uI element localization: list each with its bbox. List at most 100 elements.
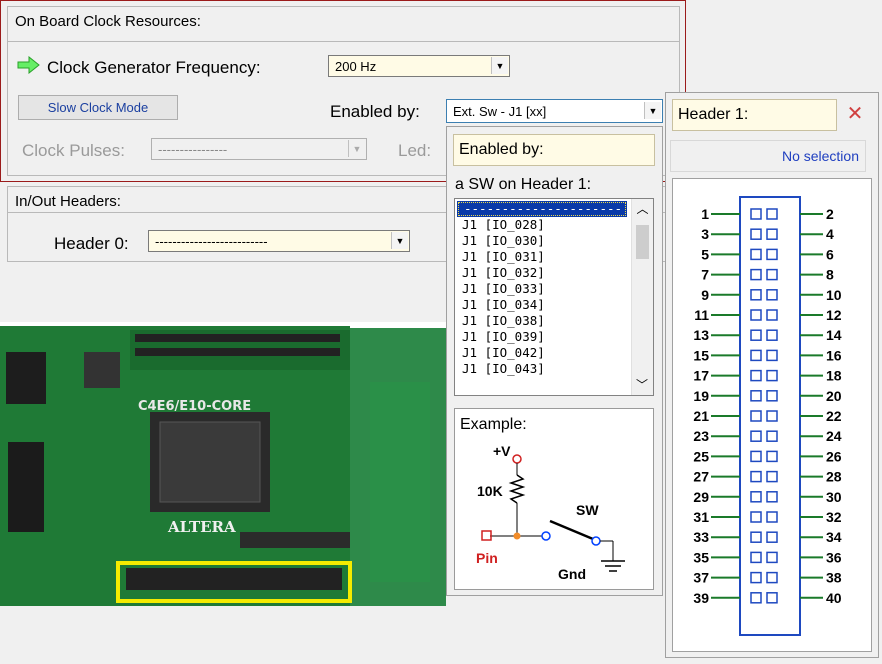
pin-pad[interactable] (750, 289, 762, 301)
list-item[interactable]: J1 [IO_042] (462, 345, 545, 360)
pin-pad[interactable] (750, 369, 762, 382)
scroll-up-icon[interactable]: ︿ (636, 202, 649, 216)
list-item[interactable]: J1 [IO_030] (462, 233, 545, 248)
pin-pad[interactable] (766, 430, 778, 442)
pin-pad[interactable] (766, 410, 778, 422)
slow-clock-button[interactable]: Slow Clock Mode (18, 95, 178, 120)
pin-number-left: 31 (693, 509, 709, 525)
pin-pad[interactable] (766, 349, 778, 362)
pin-pad[interactable] (766, 329, 778, 341)
chevron-down-icon[interactable]: ▼ (391, 232, 408, 249)
selection-status-text: No selection (781, 148, 859, 164)
pin-number-left: 11 (694, 307, 709, 323)
chevron-down-icon[interactable]: ▼ (491, 57, 508, 74)
pin-pad[interactable] (766, 511, 778, 523)
scroll-down-icon[interactable]: ﹀ (635, 378, 648, 392)
pin-number-right: 30 (826, 489, 842, 505)
enabled-by-select[interactable]: Ext. Sw - J1 [xx] ▼ (446, 99, 663, 123)
list-item[interactable]: J1 [IO_034] (462, 297, 545, 312)
popup-subtitle: a SW on Header 1: (455, 176, 592, 193)
pin-number-left: 1 (701, 206, 709, 222)
pin-pad[interactable] (766, 289, 778, 301)
example-label: Example: (460, 416, 527, 433)
io-group-title: In/Out Headers: (15, 193, 121, 210)
pin-pad[interactable] (766, 470, 778, 483)
pin-pad[interactable] (766, 268, 778, 281)
list-item[interactable]: J1 [IO_033] (462, 281, 545, 296)
pin-pad[interactable] (766, 390, 778, 402)
pin-pad[interactable] (766, 592, 778, 604)
pin-pad[interactable] (750, 430, 762, 442)
pin-pad[interactable] (750, 470, 762, 483)
list-scrollbar[interactable]: ︿ ﹀ (631, 199, 653, 395)
pin-pad[interactable] (766, 309, 778, 321)
list-item[interactable]: J1 [IO_043] (462, 361, 545, 376)
clock-group-title: On Board Clock Resources: (15, 13, 201, 30)
freq-label: Clock Generator Frequency: (47, 58, 261, 77)
pin-pad[interactable] (766, 369, 778, 382)
pin-pad[interactable] (766, 531, 778, 543)
popup-title: Enabled by: (453, 134, 655, 166)
pin-number-right: 22 (826, 408, 842, 424)
header0-select-value: -------------------------- (155, 233, 268, 249)
pin-pad[interactable] (750, 410, 762, 422)
pin-number-left: 37 (693, 570, 709, 586)
pin-pad[interactable] (766, 491, 778, 503)
switch-list-items: --------------------------J1 [IO_028]J1 … (455, 201, 627, 377)
pin-pad[interactable] (750, 531, 762, 543)
header-panel-title: Header 1: (672, 99, 837, 131)
board-image: C4E6/E10-CORE ALTERA (0, 322, 446, 606)
pin-number-left: 7 (701, 267, 709, 283)
pin-number-left: 35 (693, 549, 709, 565)
pin-number-right: 34 (826, 529, 842, 545)
header-highlight (116, 561, 352, 603)
list-item[interactable]: J1 [IO_039] (462, 329, 545, 344)
close-icon[interactable]: ✕ (846, 103, 864, 125)
pin-pad[interactable] (750, 248, 762, 261)
clock-pulses-value: ---------------- (158, 141, 228, 157)
pin-pad[interactable] (750, 390, 762, 402)
pin-pad[interactable] (750, 208, 762, 220)
pin-pad[interactable] (750, 491, 762, 503)
list-item[interactable]: J1 [IO_038] (462, 313, 545, 328)
popup-title-text: Enabled by: (459, 141, 544, 158)
pin-pad[interactable] (750, 450, 762, 463)
pin-number-left: 39 (693, 590, 709, 606)
pin-pad[interactable] (750, 349, 762, 362)
pin-pad[interactable] (750, 329, 762, 341)
pin-pad[interactable] (750, 571, 762, 584)
list-item[interactable]: J1 [IO_031] (462, 249, 545, 264)
chevron-down-icon[interactable]: ▼ (644, 102, 661, 119)
pin-pad[interactable] (750, 268, 762, 281)
pin-pad[interactable] (750, 592, 762, 604)
pin-pad[interactable] (766, 228, 778, 240)
pin-number-right: 36 (826, 549, 842, 565)
example-box: Example: +V 10K SW Pin Gnd (454, 408, 654, 590)
scroll-thumb[interactable] (636, 225, 649, 259)
pin-pad[interactable] (750, 228, 762, 240)
list-item-selected[interactable]: -------------------------- (457, 201, 627, 232)
freq-select[interactable]: 200 Hz ▼ (328, 55, 510, 77)
pin-pad[interactable] (766, 450, 778, 463)
pin-pad[interactable] (766, 571, 778, 584)
pin-pad[interactable] (766, 248, 778, 261)
list-item[interactable]: J1 [IO_028] (462, 217, 545, 232)
pin-pad[interactable] (766, 208, 778, 220)
pin-pad[interactable] (750, 551, 762, 564)
pin-number-right: 32 (826, 509, 842, 525)
slow-clock-button-label: Slow Clock Mode (47, 100, 149, 115)
pin-number-left: 29 (693, 489, 709, 505)
pin-pad[interactable] (750, 309, 762, 321)
led-label: Led: (398, 141, 432, 160)
pin-number-right: 2 (826, 206, 834, 222)
chevron-down-icon[interactable]: ▼ (348, 140, 365, 157)
pin-pad[interactable] (766, 551, 778, 564)
list-item[interactable]: J1 [IO_032] (462, 265, 545, 280)
pin-number-left: 5 (701, 246, 709, 262)
switch-list[interactable]: --------------------------J1 [IO_028]J1 … (454, 198, 654, 396)
clock-pulses-select[interactable]: ---------------- ▼ (151, 138, 367, 160)
header0-select[interactable]: -------------------------- ▼ (148, 230, 410, 252)
pin-pad[interactable] (750, 511, 762, 523)
pin-number-right: 10 (826, 287, 842, 303)
